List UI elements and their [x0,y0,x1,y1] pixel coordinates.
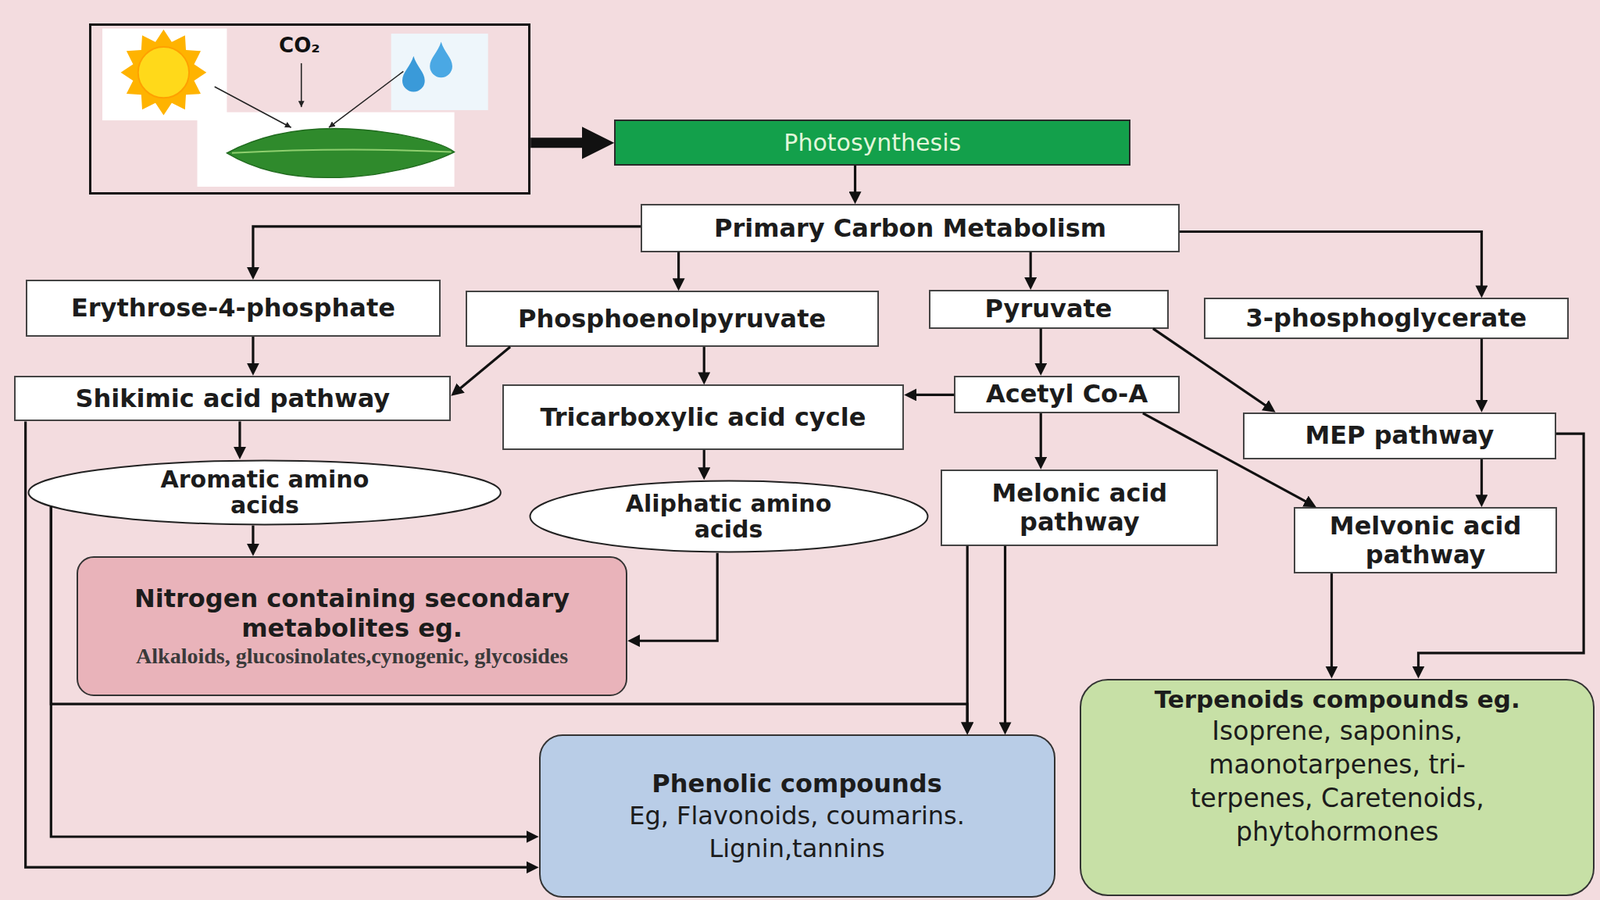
connector-arrow [1480,459,1483,500]
connector-arrow [530,137,595,148]
leaf-midrib [231,150,451,154]
product-box: Phenolic compoundsEg, Flavonoids, coumar… [539,734,1056,898]
image-patch [102,28,227,122]
node-title: Photosynthesis [783,128,961,157]
pathway-box: MEP pathway [1242,412,1557,460]
input-arrow [214,86,291,128]
image-patch [196,112,454,187]
node-title: Pyruvate [977,294,1121,324]
node-body: Alkaloids, glucosinolates,cynogenic, gly… [135,643,568,669]
metabolite-box: Acetyl Co-A [953,375,1180,414]
connector-arrow [1003,546,1007,728]
connector-arrow [703,346,706,378]
connector-arrow [1179,231,1483,290]
node-title: Phenolic compounds [651,767,942,801]
pathway-box: Melvonic acid pathway [1293,507,1558,574]
illustration-frame: CO₂ [89,23,532,195]
ellipse-shape [28,460,501,525]
connector-arrow [1029,252,1033,283]
node-title: Melonic acid pathway [942,478,1217,537]
node-title: CO₂ [278,33,321,58]
connector-arrow [1039,413,1043,462]
node-title: 3-phosphoglycerate [1238,303,1536,333]
node-title: Shikimic acid pathway [67,384,398,414]
connector-arrow [1330,573,1333,672]
node-body: Eg, Flavonoids, coumarins. Lignin,tannin… [570,800,1024,865]
node-title: Tricarboxylic acid cycle [532,403,874,433]
connector-arrow [635,553,718,641]
amino-acid-ellipse: Aliphatic amino acids [528,479,929,554]
process-box: Primary Carbon Metabolism [640,203,1180,252]
connector-arrow [253,226,641,272]
metabolite-box: 3-phosphoglycerate [1203,297,1568,339]
node-title: Aromatic amino acids [135,466,394,518]
ellipse-shape [529,480,928,552]
node-title: MEP pathway [1296,421,1502,450]
connector-arrow [703,450,706,473]
input-arrow [328,71,404,128]
water-drop [402,56,425,93]
sun-symbol [137,46,189,98]
connector-arrow [853,165,857,197]
pathway-box: Shikimic acid pathway [14,375,451,422]
product-box: Terpenoids compounds eg.Isoprene, saponi… [1079,678,1596,897]
input-arrow [300,63,303,108]
pathway-box: Melonic acid pathway [940,469,1218,547]
connector-arrow [238,421,241,452]
node-title: Erythrose-4-phosphate [63,293,404,323]
leaf-symbol [226,128,454,178]
node-title: Primary Carbon Metabolism [706,214,1115,243]
metabolite-box: Pyruvate [928,289,1169,329]
product-box: Nitrogen containing secondary metabolite… [76,556,628,697]
node-title: Aliphatic amino acids [600,490,858,543]
image-patch [390,33,488,111]
metabolite-box: Erythrose-4-phosphate [25,279,442,337]
process-box: Photosynthesis [614,119,1131,166]
node-body: Isoprene, saponins, maonotarpenes, tri- … [1173,714,1502,850]
connector-arrow [677,252,680,284]
connector-arrow [1039,328,1043,368]
connector-arrow [911,393,954,397]
water-drop [429,42,453,79]
connector-arrow [966,546,969,728]
pathway-box: Tricarboxylic acid cycle [502,384,905,450]
metabolite-box: Phosphoenolpyruvate [465,290,879,347]
connector-arrow [251,336,254,368]
node-title: Melvonic acid pathway [1295,511,1556,570]
connector-arrow [251,525,254,550]
node-title: Terpenoids compounds eg. [1154,683,1521,715]
node-title: Acetyl Co-A [978,379,1156,409]
connector-arrow [1480,339,1483,405]
amino-acid-ellipse: Aromatic amino acids [27,459,502,526]
node-title: Phosphoenolpyruvate [510,304,834,334]
node-title: Nitrogen containing secondary metabolite… [117,583,587,644]
sun-rays [120,29,207,116]
